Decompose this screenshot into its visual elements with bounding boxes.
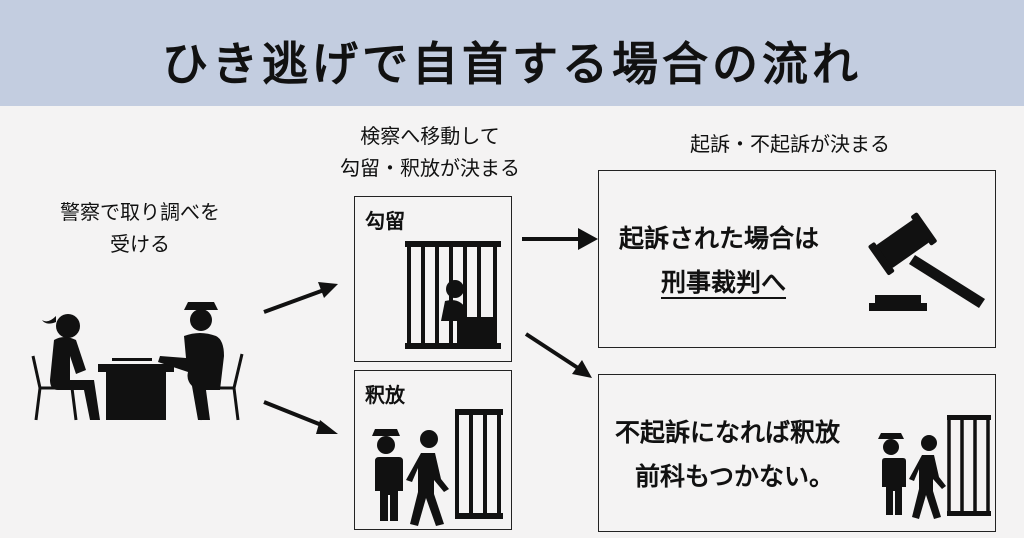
suspect-icon bbox=[42, 314, 100, 420]
cell-door-icon bbox=[455, 409, 503, 519]
not-indicted-text: 不起訴になれば釈放 前科もつかない。 bbox=[615, 411, 840, 499]
release-box: 釈放 bbox=[354, 370, 512, 530]
title-bar: ひき逃げで自首する場合の流れ bbox=[0, 0, 1024, 106]
indicted-line1: 起訴された場合は bbox=[619, 224, 820, 253]
release-label: 釈放 bbox=[365, 383, 405, 407]
release-small-illustration bbox=[878, 415, 991, 519]
page-title: ひき逃げで自首する場合の流れ bbox=[162, 37, 862, 91]
guard-small-icon bbox=[878, 433, 906, 515]
gavel-icon bbox=[868, 212, 985, 311]
jail-cell-icon bbox=[405, 241, 501, 349]
guard-icon bbox=[372, 429, 403, 521]
detention-box: 勾留 bbox=[354, 196, 512, 362]
walking-person-small-icon bbox=[909, 435, 946, 519]
detention-label: 勾留 bbox=[365, 209, 405, 233]
arrow-to-detention bbox=[263, 282, 338, 314]
release-illustration bbox=[372, 409, 503, 526]
prosecutor-caption-line1: 検察へ移動して bbox=[360, 124, 500, 148]
not-indicted-line1: 不起訴になれば釈放 bbox=[615, 418, 841, 447]
cell-door-small-icon bbox=[947, 415, 991, 516]
police-caption: 警察で取り調べを 受ける bbox=[40, 196, 240, 260]
prosecutor-caption-line2: 勾留・釈放が決まる bbox=[340, 156, 520, 180]
walking-person-icon bbox=[406, 430, 449, 526]
prisoner-icon bbox=[441, 280, 495, 343]
indicted-line2: 刑事裁判へ bbox=[661, 268, 787, 297]
indictment-caption-heading: 起訴・不起訴が決まる bbox=[690, 132, 890, 156]
police-caption-line2: 受ける bbox=[110, 232, 170, 256]
police-caption-line1: 警察で取り調べを bbox=[60, 200, 220, 224]
not-indicted-box: 不起訴になれば釈放 前科もつかない。 bbox=[598, 374, 996, 532]
interrogation-illustration bbox=[31, 302, 244, 421]
officer-icon bbox=[158, 302, 224, 420]
indictment-caption: 起訴・不起訴が決まる bbox=[660, 128, 920, 160]
indicted-text: 起訴された場合は 刑事裁判へ bbox=[619, 217, 819, 305]
table-icon bbox=[98, 358, 174, 420]
prosecutor-caption: 検察へ移動して 勾留・釈放が決まる bbox=[320, 120, 540, 184]
arrow-to-release bbox=[263, 400, 338, 434]
not-indicted-line2: 前科もつかない。 bbox=[635, 462, 835, 491]
indicted-box: 起訴された場合は 刑事裁判へ bbox=[598, 170, 996, 348]
arrow-to-not-indicted bbox=[524, 332, 592, 378]
arrow-to-indicted bbox=[522, 228, 598, 250]
